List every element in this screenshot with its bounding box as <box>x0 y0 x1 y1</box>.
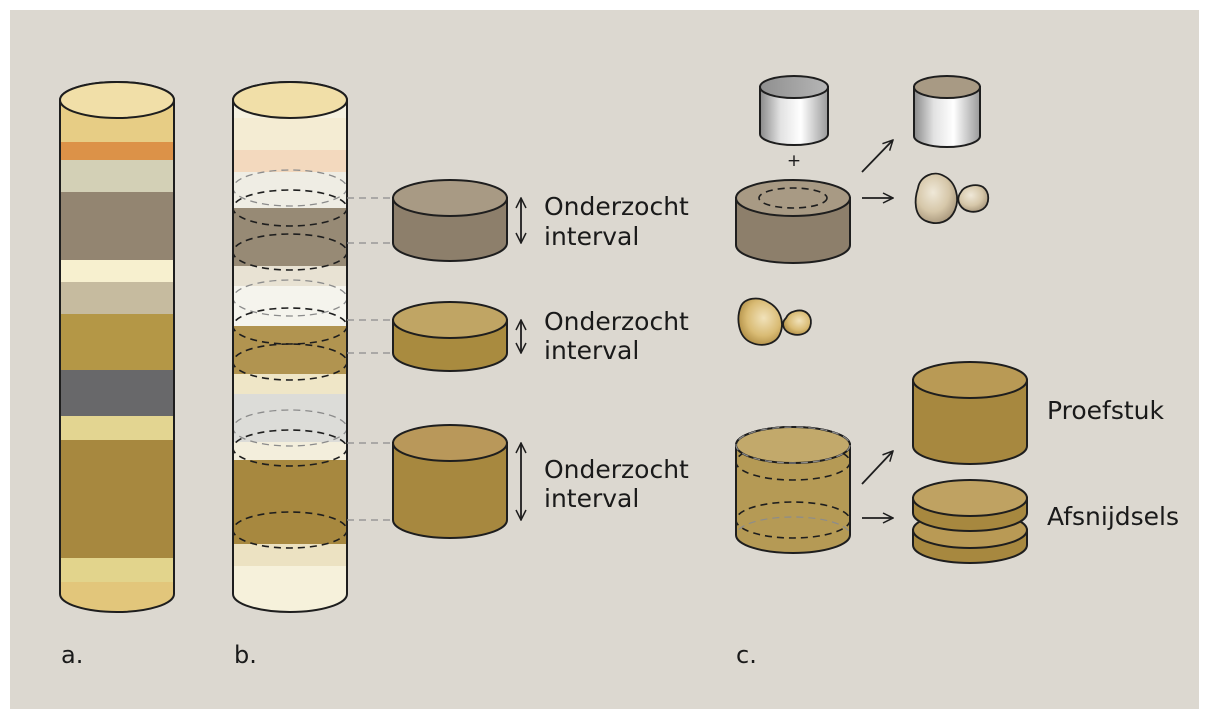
test-sample <box>912 361 1028 465</box>
arrow-to-ring <box>861 140 893 173</box>
offcut-slices <box>912 479 1028 564</box>
interval-2-line2: interval <box>544 336 639 365</box>
plus-sign: + <box>787 151 801 171</box>
interval-1-line1: Onderzocht <box>544 192 689 221</box>
interval-3-line1: Onderzocht <box>544 455 689 484</box>
interval-2-line1: Onderzocht <box>544 307 689 336</box>
gravel-fragments-1 <box>914 172 990 224</box>
panel-label-c: c. <box>736 641 757 669</box>
leader-lines <box>347 197 393 521</box>
interval-disc-1 <box>392 179 508 262</box>
sampling-ring <box>759 75 829 146</box>
interval-3-line2: interval <box>544 484 639 513</box>
gravel-fragments-2 <box>737 297 812 346</box>
panel-label-b: b. <box>234 641 257 669</box>
core-b-top <box>232 81 348 119</box>
figure-background <box>10 10 1199 709</box>
cut-cylinder <box>735 426 851 554</box>
panel-label-a: a. <box>61 641 83 669</box>
interval-disc-3 <box>392 424 508 539</box>
interval-1-line2: interval <box>544 222 639 251</box>
source-disc <box>735 179 851 264</box>
core-a-top <box>59 81 175 119</box>
soil-core-a <box>59 81 175 613</box>
interval-disc-2 <box>392 301 508 372</box>
offcuts-label: Afsnijdsels <box>1047 502 1179 531</box>
filled-sampling-ring <box>913 75 981 148</box>
sample-label: Proefstuk <box>1047 396 1165 425</box>
soil-core-b <box>232 81 348 613</box>
arrow-to-sample <box>861 451 893 485</box>
